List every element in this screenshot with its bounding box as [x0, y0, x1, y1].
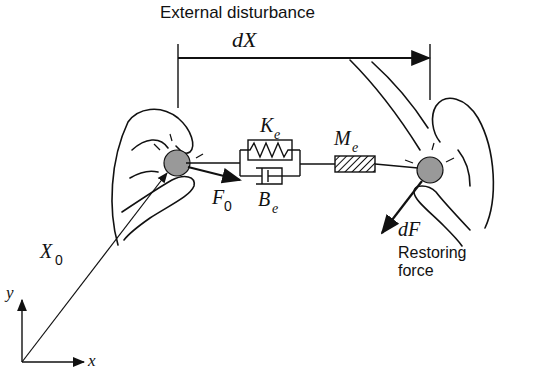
- symbol-label: M: [334, 127, 351, 149]
- subscript-label: 0: [224, 199, 232, 214]
- symbol-label: dF: [398, 218, 420, 240]
- symbol-label: K: [260, 114, 273, 136]
- mass-symbol: [335, 156, 375, 172]
- axis-label: x: [88, 352, 96, 371]
- subscript-label: e: [274, 127, 280, 142]
- symbol-label: B: [258, 188, 270, 210]
- initial-force-arrow: [188, 167, 240, 180]
- right-finger: [372, 62, 428, 128]
- left-finger: [130, 171, 158, 178]
- right-finger: [458, 150, 470, 186]
- right-thumb: [414, 186, 470, 246]
- y-axis: [21, 300, 22, 362]
- callout-label: Restoring force: [398, 244, 478, 279]
- subscript-label: 0: [55, 253, 63, 268]
- right-ball: [417, 157, 443, 183]
- x-axis: [22, 361, 84, 362]
- spring-housing: [248, 140, 292, 160]
- left-finger: [132, 140, 168, 150]
- spring-symbol: [240, 143, 300, 157]
- subscript-label: e: [272, 201, 278, 216]
- heading-label: External disturbance: [160, 4, 315, 23]
- axis-label: y: [6, 284, 14, 303]
- dimension-label: dX: [232, 28, 256, 52]
- position-vector: [22, 173, 167, 362]
- disturbance-arrow: [178, 57, 429, 59]
- subscript-label: e: [352, 140, 358, 155]
- symbol-label: F: [212, 186, 224, 208]
- symbol-label: X: [40, 240, 52, 262]
- left-thumb: [122, 177, 194, 240]
